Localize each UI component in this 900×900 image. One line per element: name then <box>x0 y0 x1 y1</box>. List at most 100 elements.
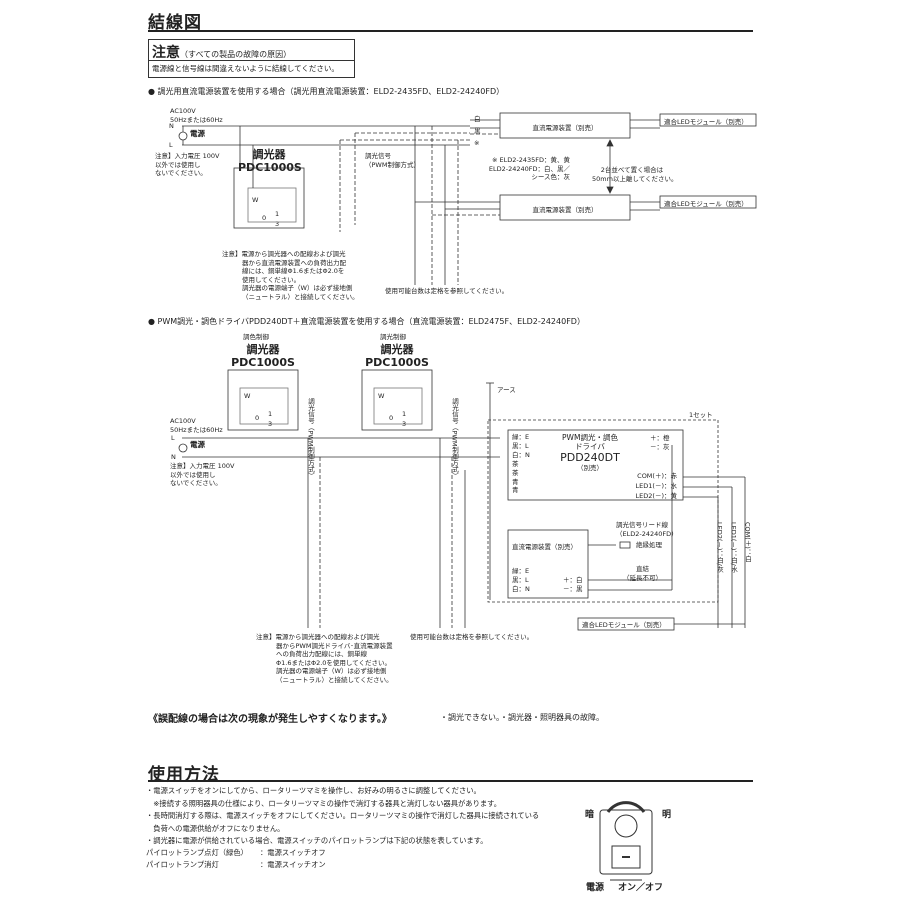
s1-term-0: 0 <box>262 214 267 222</box>
s2-dl-3: 茶 <box>512 459 519 468</box>
s1-led2-label: 適合LEDモジュール（別売） <box>664 200 748 208</box>
bright-label: 明 <box>662 810 672 820</box>
s1-psu1-label: 直流電源装置（別売） <box>532 124 598 132</box>
s2-insulate: 絶縁処理 <box>636 541 662 549</box>
usage-line-4: 負荷への電源供給がオフになりません。 <box>146 823 285 833</box>
rotate-arrow-icon <box>606 801 646 813</box>
s2-note-wiring: 注意】電源から調光器への配線および調光 器からPWM調光ドライバ･直流電源装置 … <box>256 633 393 684</box>
s2-psu-left: 緑：E 黒：L 白：N <box>512 567 530 594</box>
s2-d2-label: 調光器 <box>380 343 414 356</box>
s2-nw-5: 調光器の電源端子（W）は必ず接地側 <box>276 667 387 675</box>
s1-note-input-3: ないでください。 <box>155 169 207 177</box>
s1-note-input: 注意】入力電圧 100V 以外では使用し ないでください。 <box>155 152 219 178</box>
s2-dl-6: 青 <box>512 486 519 495</box>
s1-ac-source-icon <box>178 131 188 141</box>
s2-vlabel-com: COM(＋)：白 <box>743 522 752 562</box>
s2-insulate-cap <box>619 541 631 549</box>
s2-dt-2: PDD240DT <box>560 451 620 464</box>
s2-nw-6: （ニュートラル）と接続してください。 <box>276 675 393 684</box>
s2-usable: 使用可能台数は定格を参照してください。 <box>410 633 534 641</box>
s2-n-label: N <box>171 453 176 461</box>
s2-earth: アース <box>497 386 516 394</box>
s2-pl-0: 緑：E <box>512 567 530 575</box>
s2-ctrl-dim: 調光制御 <box>380 333 406 341</box>
rotary-knob-icon <box>614 814 638 838</box>
miswire-title: 《誤配線の場合は次の現象が発生しやすくなります。》 <box>148 714 392 725</box>
s2-driver-rt: ＋：橙 －：灰 <box>650 434 670 451</box>
s1-signal-2: （PWM制御方式） <box>365 160 420 169</box>
s2-pl-2: 白：N <box>512 585 530 593</box>
s1-supply-voltage: AC100V <box>170 107 196 115</box>
s2-dr-1: LED1(－)：水 <box>635 482 677 490</box>
s2-driver-right: COM(＋)：赤 LED1(－)：水 LED2(－)：黄 <box>619 471 677 501</box>
s2-dimmer1-box <box>227 369 299 431</box>
s2-sig2-b: （PWM制御方式） <box>450 424 459 479</box>
s2-lead-1: 調光信号リード線 <box>616 521 668 529</box>
s2-dl-4: 茶 <box>512 468 519 477</box>
s1-nw-5: 調光器の電源端子（W）は必ず接地側 <box>242 284 353 292</box>
s2-d2-model: PDC1000S <box>365 356 429 369</box>
s2-direct-1: 直結 <box>636 565 649 573</box>
s2-dr-2: LED2(－)：黄 <box>635 492 677 500</box>
usage-line-1: ・電源スイッチをオンにしてから、ロータリーツマミを操作し、お好みの明るさに調整し… <box>146 786 481 795</box>
s1-nw-3: 線には、銅単線Φ1.6またはΦ2.0を <box>242 267 345 275</box>
usage-line-3: ・長時間消灯する際は、電源スイッチをオフにしてください。ロータリーツマミの操作で… <box>146 811 540 820</box>
usage-rule <box>148 780 753 782</box>
s2-direct: 直結 （延長不可） <box>623 565 662 582</box>
s2-signal2: 調光信号（PWM制御方式） <box>450 398 459 479</box>
s2-dt-1: ドライバ <box>575 441 605 451</box>
s2-drt-0: ＋：橙 <box>650 434 670 442</box>
s1-note-input-2: 以外では使用し <box>155 160 201 169</box>
title-rule <box>148 30 753 32</box>
s2-nw-3: への負荷出力配線には、銅単線 <box>276 650 367 658</box>
s1-l-label: L <box>169 141 173 149</box>
s2-d1-model: PDC1000S <box>231 356 295 369</box>
s2-power-label: 電源 <box>190 440 205 449</box>
s2-driver-title: PWM調光・調色 ドライバ PDD240DT （別売） <box>545 433 635 473</box>
s2-ni-3: ないでください。 <box>170 479 222 487</box>
s1-usable: 使用可能台数は定格を参照してください。 <box>385 287 509 295</box>
s2-ac-source-icon <box>178 443 188 453</box>
s2-ni-2: 以外では使用し <box>170 470 216 479</box>
s2-dimmer1-name: 調光器 PDC1000S <box>230 343 296 369</box>
s2-d2-t1: 1 <box>402 410 407 418</box>
s2-driver-left: 緑：E 黒：L 白：N 茶 茶 青 青 <box>512 433 530 495</box>
s2-dimmer2-box <box>361 369 433 431</box>
dark-label: 暗 <box>585 810 595 820</box>
s2-nw-4: Φ1.6またはΦ2.0を使用してください。 <box>276 658 392 667</box>
s1-signal-1: 調光信号 <box>365 152 391 160</box>
s2-vlabel-led2: LED2(－)：白/灰 <box>715 522 724 573</box>
s1-led1-label: 適合LEDモジュール（別売） <box>664 118 748 126</box>
s1-power-label: 電源 <box>190 129 205 138</box>
s1-nw-4: 使用してください。 <box>242 275 301 284</box>
s1-term-3: 3 <box>275 220 280 228</box>
s1-term-1: 1 <box>275 210 280 218</box>
s1-nw-6: （ニュートラル）と接続してください。 <box>242 292 359 301</box>
s2-supply: AC100V 50Hzまたは60Hz <box>170 417 223 434</box>
s1-psu2-label: 直流電源装置（別売） <box>532 206 598 214</box>
s1-n-label: N <box>169 122 174 130</box>
s1-w-mark: W <box>252 196 259 204</box>
s2-d1-w: W <box>244 392 251 400</box>
s1-signal-label: 調光信号 （PWM制御方式） <box>365 152 420 169</box>
caution-divider <box>149 60 354 61</box>
s2-set-label: 1セット <box>689 411 713 419</box>
s2-supply-voltage: AC100V <box>170 417 196 425</box>
section1-title: ● 調光用直流電源装置を使用する場合（調光用直流電源装置：ELD2-2435FD… <box>148 87 505 96</box>
usage-power-label: 電源 <box>586 883 605 893</box>
s2-led-label: 適合LEDモジュール（別売） <box>582 621 666 629</box>
s2-sig2-a: 調光信号 <box>450 398 459 424</box>
s2-dr-0: COM(＋)：赤 <box>637 472 677 480</box>
s1-wire-white: 白 <box>474 115 481 123</box>
s2-nw-2: 器からPWM調光ドライバ･直流電源装置 <box>276 641 393 650</box>
s1-spacing-2: 50mm以上離してください。 <box>592 174 678 183</box>
s1-supply: AC100V 50Hzまたは60Hz <box>170 107 223 124</box>
s2-dl-0: 緑：E <box>512 433 530 441</box>
s2-d2-t0: 0 <box>389 414 394 422</box>
s2-d2-t3: 3 <box>402 420 407 428</box>
s1-wire-note-2: ELD2-24240FD：白、黒／ <box>488 164 570 173</box>
s1-wire-note-mark: ※ <box>474 139 480 147</box>
s1-dimmer-term-block <box>247 187 297 223</box>
s1-wire-note-1: ※ ELD2-2435FD：黄、黄 <box>491 156 570 164</box>
usage-line-5: ・調光器に電源が供給されている場合、電源スイッチのパイロットランプは下記の状態を… <box>146 836 488 845</box>
